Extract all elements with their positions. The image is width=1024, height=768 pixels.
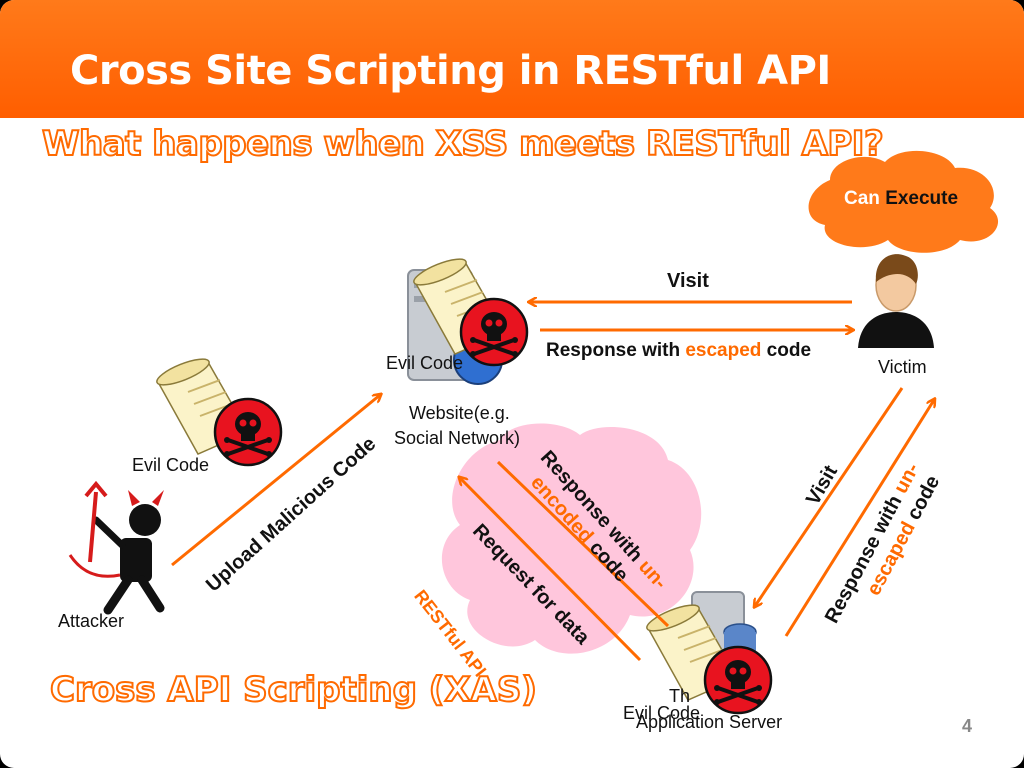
response-escaped-highlight: escaped: [685, 340, 762, 361]
website-server-icon: [407, 253, 529, 385]
response-unescaped-arrow: [784, 400, 934, 637]
response-unencoded-line: [496, 460, 670, 628]
header-bar: [0, 0, 1024, 118]
visit-app-server-arrow: [755, 387, 904, 606]
app-server-label: Application Server: [636, 712, 783, 732]
attacker-evil-code-icon: [153, 353, 283, 467]
cloud-word-execute: Execute: [885, 188, 959, 209]
attacker-label: Attacker: [58, 611, 125, 631]
slide-title: Cross Site Scripting in RESTful API: [70, 48, 831, 94]
website-label-line2: Social Network): [394, 428, 521, 448]
response-escaped-label: Response with escaped code: [546, 340, 811, 362]
response-escaped-post: code: [761, 340, 812, 361]
attacker-evil-code-label: Evil Code: [132, 455, 210, 475]
attacker-devil-icon: [68, 480, 165, 615]
execute-cloud: [808, 150, 999, 253]
execute-cloud-text: Can Execute: [844, 188, 958, 210]
response-escaped-pre: Response with: [546, 340, 686, 361]
victim-label: Victim: [878, 357, 927, 377]
request-data-arrow: [460, 478, 642, 662]
cloud-word-can: Can: [844, 188, 880, 209]
website-label-line1: Website(e.g.: [409, 403, 510, 423]
app-server-evil-code-label: Evil Code: [623, 703, 701, 723]
upload-arrow: [171, 395, 380, 567]
application-server-icon: [643, 591, 773, 715]
page-number: 4: [962, 716, 973, 736]
visit-top-label: Visit: [667, 270, 709, 292]
app-server-prefix-label: Th: [669, 686, 691, 706]
victim-person-icon: [858, 254, 934, 348]
xas-heading: Cross API Scripting (XAS): [49, 669, 538, 711]
website-evil-code-label: Evil Code: [386, 353, 464, 373]
slide-subtitle: What happens when XSS meets RESTful API?: [41, 123, 885, 165]
